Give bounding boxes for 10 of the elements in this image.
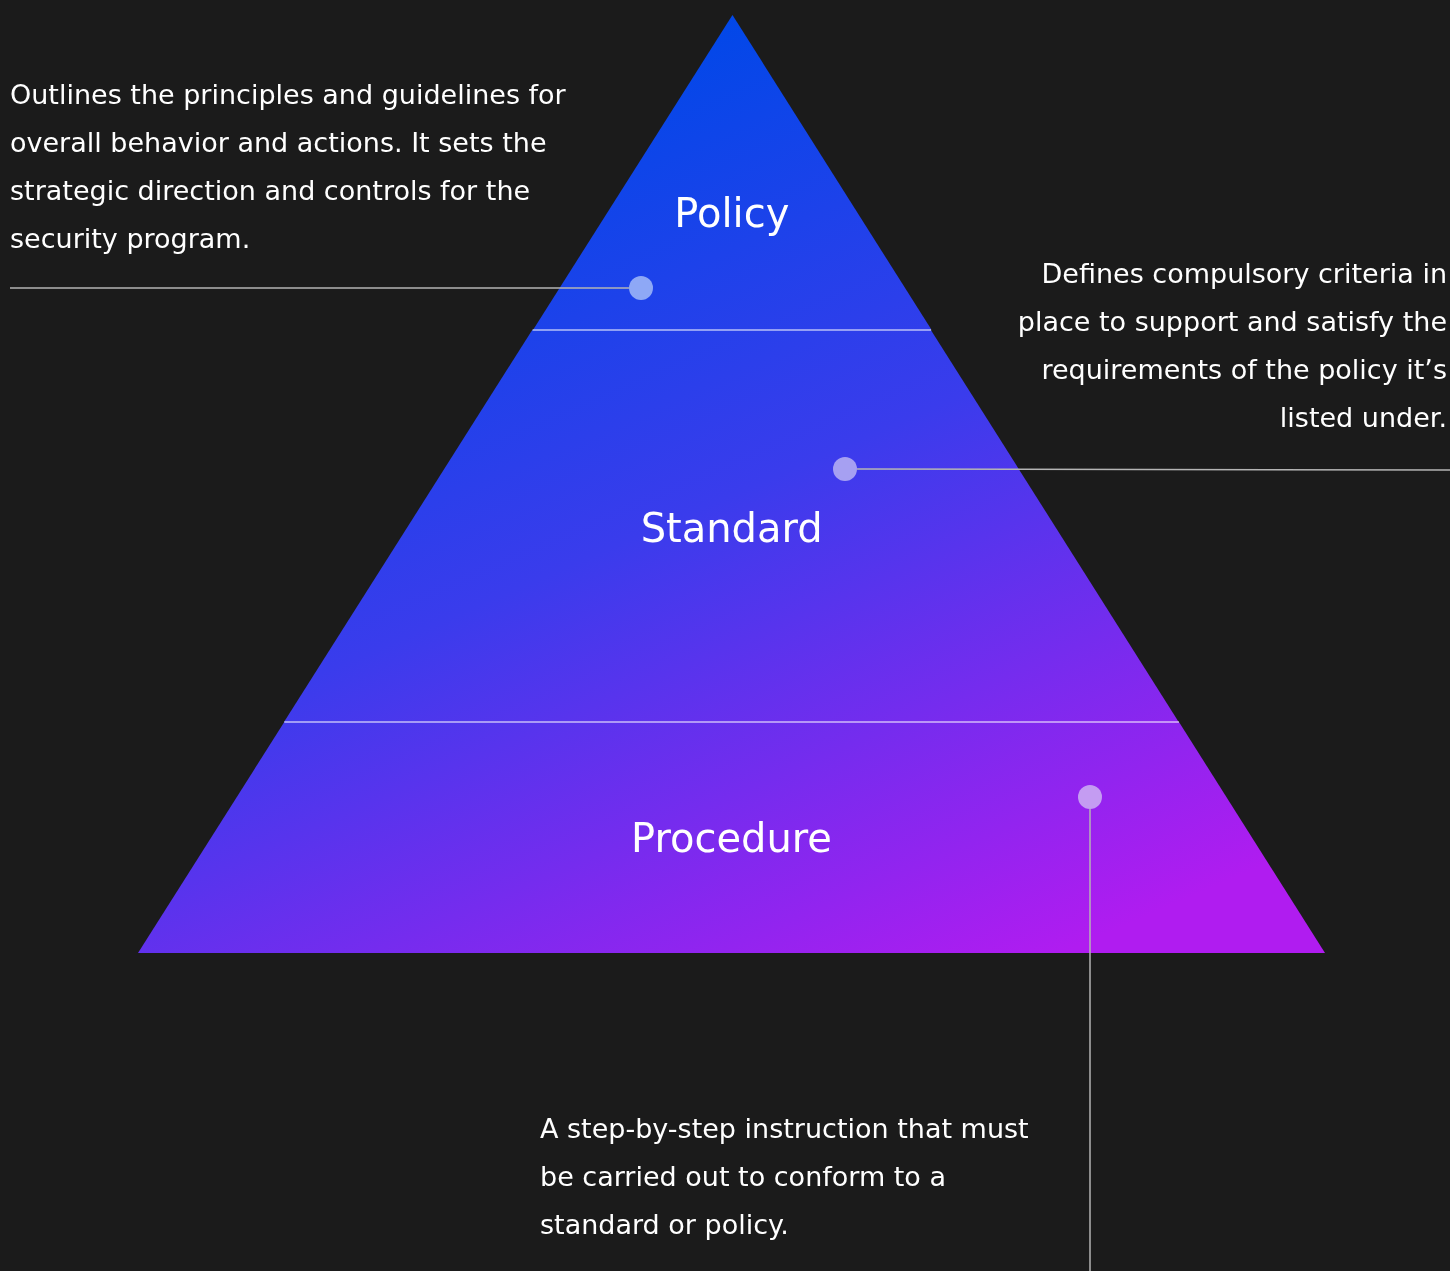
description-text: A step-by-step instruction that must be carried out to conform to a standard or policy.: [540, 1112, 1030, 1242]
tier-label: Standard: [640, 505, 823, 551]
leader-line: [9, 287, 630, 289]
tier-label: Policy: [674, 190, 790, 236]
description-text: Defines compulsory criteria in place to support and satisfy the requirements of the policy it’s listed under.: [1016, 257, 1447, 435]
description-text: Outlines the principles and guidelines for overall behavior and actions. It sets the strategic direction and controls for the security program.: [10, 78, 567, 256]
leader-line: [856, 468, 1450, 471]
leader-line: [1089, 808, 1091, 1271]
pyramid-tier: [138, 722, 1325, 953]
tier-label: Procedure: [631, 815, 832, 861]
